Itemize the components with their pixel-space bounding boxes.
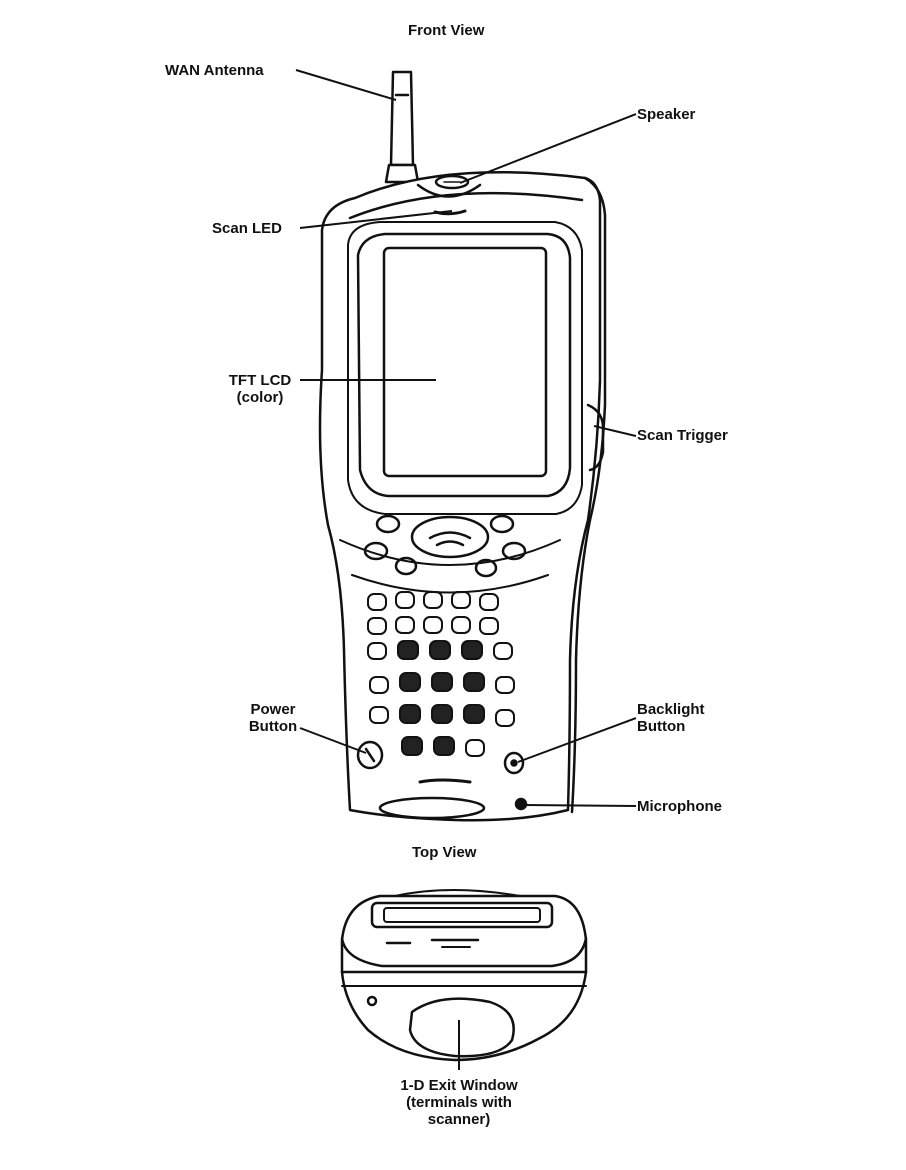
scan-led-label: Scan LED	[212, 220, 282, 237]
microphone-label: Microphone	[637, 798, 722, 815]
power-button-label: Power Button	[244, 701, 302, 735]
backlight-button-label-line1: Backlight	[637, 701, 705, 718]
scan-trigger-label: Scan Trigger	[637, 427, 728, 444]
wan-antenna-label: WAN Antenna	[165, 62, 264, 79]
front-view-title: Front View	[408, 22, 484, 39]
top-view-device	[342, 890, 586, 1060]
lcd-screen	[384, 248, 546, 476]
exit-window-label-line3: scanner)	[384, 1111, 534, 1128]
power-button-label-line2: Button	[244, 718, 302, 735]
power-button-label-line1: Power	[244, 701, 302, 718]
tft-lcd-label: TFT LCD (color)	[218, 372, 302, 406]
speaker-label: Speaker	[637, 106, 695, 123]
exit-window-label: 1-D Exit Window (terminals with scanner)	[384, 1077, 534, 1128]
backlight-button-label-line2: Button	[637, 718, 705, 735]
tft-lcd-label-line1: TFT LCD	[218, 372, 302, 389]
backlight-button-label: Backlight Button	[637, 701, 705, 735]
microphone-shape	[516, 799, 526, 809]
tft-lcd-label-line2: (color)	[218, 389, 302, 406]
exit-window-label-line1: 1-D Exit Window	[384, 1077, 534, 1094]
top-view-title: Top View	[412, 844, 476, 861]
antenna-shape	[386, 72, 418, 182]
exit-window-shape	[410, 999, 514, 1057]
exit-window-label-line2: (terminals with	[384, 1094, 534, 1111]
